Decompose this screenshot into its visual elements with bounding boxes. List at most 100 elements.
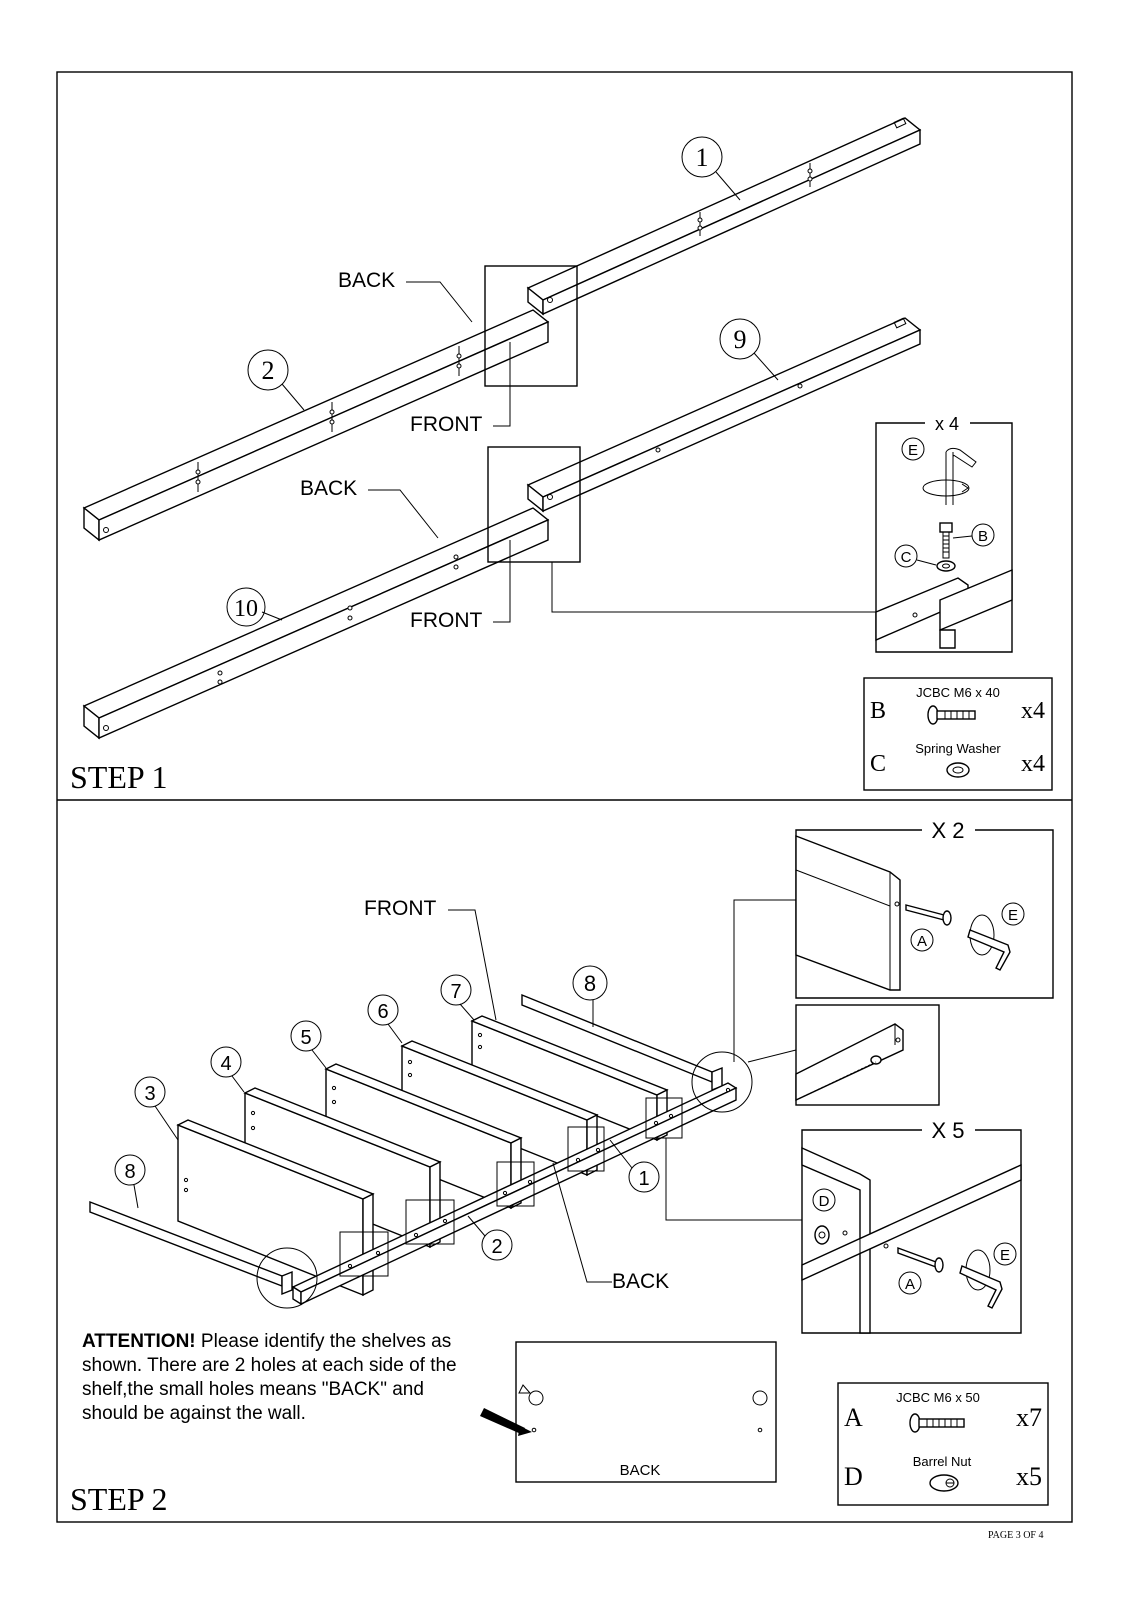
label-s2-front: FRONT: [364, 897, 436, 920]
arrow-pointer-icon: [480, 1408, 532, 1436]
callout-s2-part-4: 4: [210, 1046, 245, 1093]
step1-hardware-box: B JCBC M6 x 40 x4 C Spring Washer x4: [863, 677, 1053, 791]
joint-square-2: [405, 1199, 455, 1245]
svg-text:x4: x4: [1021, 751, 1045, 777]
label-front-top: FRONT: [410, 413, 482, 436]
joint-square-5: [645, 1097, 683, 1139]
bolt-m6x50-icon: [909, 1413, 965, 1433]
callout-part-2: 2: [247, 349, 305, 411]
rail-part-1: [526, 117, 922, 316]
end-circle-back: [691, 1051, 753, 1113]
step2-hardware-box: A JCBC M6 x 50 x7 D Barrel Nut x5: [837, 1382, 1049, 1506]
label-s2-back: BACK: [612, 1270, 669, 1293]
callout-s2-part-6: 6: [367, 994, 403, 1044]
long-rail-parts-1-2: [291, 1082, 738, 1306]
step1-title: STEP 1: [70, 759, 168, 795]
attention-note: ATTENTION! Please identify the shelves a…: [82, 1330, 462, 1426]
svg-text:10: 10: [234, 596, 258, 622]
letter-b-marker: [971, 523, 995, 547]
bolt-a2-icon: [897, 1246, 944, 1273]
svg-text:A: A: [844, 1403, 863, 1432]
callout-s2-part-8-back: 8: [572, 965, 608, 1027]
svg-text:1: 1: [638, 1168, 649, 1190]
svg-text:Spring Washer: Spring Washer: [915, 741, 1001, 756]
bolt-icon: [939, 522, 953, 559]
bolt-a-icon: [905, 904, 952, 926]
svg-text:C: C: [870, 751, 886, 777]
step2-detail-box-x5: X 5 D A E: [801, 1118, 1022, 1334]
washer-icon: [936, 560, 956, 572]
svg-text:2: 2: [262, 356, 275, 385]
svg-text:B: B: [978, 528, 988, 545]
step1-detail-box: x 4 E B C: [875, 414, 1013, 653]
callout-s2-part-2: 2: [467, 1215, 513, 1261]
attention-heading: ATTENTION!: [82, 1331, 196, 1352]
letter-a-marker: [910, 928, 934, 952]
svg-text:x5: x5: [1016, 1462, 1042, 1491]
step2-detail-box-x2: X 2 A E: [795, 818, 1054, 999]
svg-text:A: A: [905, 1276, 915, 1293]
hex-key-e-icon: [967, 914, 1011, 971]
svg-text:5: 5: [300, 1027, 311, 1049]
callout-s2-part-1: 1: [609, 1139, 660, 1193]
svg-text:9: 9: [734, 325, 747, 354]
joint-square-4: [567, 1126, 605, 1172]
svg-text:3: 3: [144, 1083, 155, 1105]
svg-text:E: E: [1000, 1247, 1010, 1264]
svg-text:6: 6: [377, 1001, 388, 1023]
svg-text:A: A: [917, 933, 927, 950]
svg-text:JCBC M6 x 40: JCBC M6 x 40: [916, 685, 1000, 700]
joint-box-bottom: [487, 446, 581, 563]
joint-square-1: [339, 1231, 389, 1277]
shelf-part-8-front: [89, 1200, 293, 1296]
hex-key-e2-icon: [959, 1249, 1003, 1309]
svg-text:Barrel Nut: Barrel Nut: [913, 1454, 972, 1469]
letter-a2-marker: [898, 1271, 922, 1295]
rail-part-2: [82, 309, 550, 542]
svg-text:E: E: [1008, 907, 1018, 924]
svg-text:x7: x7: [1016, 1403, 1042, 1432]
page-number: PAGE 3 OF 4: [988, 1530, 1044, 1541]
svg-text:2: 2: [491, 1236, 502, 1258]
svg-text:x 4: x 4: [935, 414, 959, 434]
svg-text:B: B: [870, 698, 886, 724]
attention-text: Please identify the shelves as shown. Th…: [82, 1331, 457, 1424]
letter-e-marker: [1001, 902, 1025, 926]
callout-part-1: 1: [681, 136, 741, 201]
svg-text:8: 8: [124, 1161, 135, 1183]
svg-text:D: D: [844, 1462, 863, 1491]
label-front-bottom: FRONT: [410, 609, 482, 632]
svg-text:4: 4: [220, 1053, 231, 1075]
outer-frame: [56, 71, 1073, 1523]
svg-text:C: C: [901, 549, 912, 566]
callout-part-10: 10: [226, 587, 283, 627]
callout-s2-part-8-front: 8: [114, 1154, 146, 1209]
bolt-m6x40-icon: [927, 705, 976, 725]
shelf-part-8-back: [521, 993, 723, 1092]
svg-text:1: 1: [696, 143, 709, 172]
shelf-identification-diagram: BACK: [515, 1341, 777, 1483]
step2-detail-rail-corner: [795, 1004, 940, 1106]
detail-leader: [551, 562, 876, 613]
shelf-part-4: [243, 1087, 442, 1249]
label-back-bottom: BACK: [300, 477, 357, 500]
step2-title: STEP 2: [70, 1481, 168, 1517]
svg-text:X 2: X 2: [931, 818, 964, 843]
letter-c-marker: [894, 544, 918, 568]
svg-text:BACK: BACK: [620, 1462, 661, 1479]
callout-part-9: 9: [719, 318, 779, 381]
svg-text:E: E: [908, 442, 918, 459]
letter-d-marker: [812, 1188, 836, 1212]
shelf-part-5: [324, 1063, 523, 1210]
label-back-top: BACK: [338, 269, 395, 292]
rail-part-10: [82, 507, 550, 740]
letter-e2-marker: [993, 1242, 1017, 1266]
hex-key-icon: [922, 447, 977, 505]
step2-section: 8 7 6 5 4 3 8: [70, 818, 1054, 1517]
end-circle-front: [256, 1247, 318, 1309]
svg-text:D: D: [819, 1193, 830, 1210]
letter-e-marker: [901, 437, 925, 461]
svg-text:x4: x4: [1021, 698, 1045, 724]
spring-washer-icon: [946, 762, 970, 778]
